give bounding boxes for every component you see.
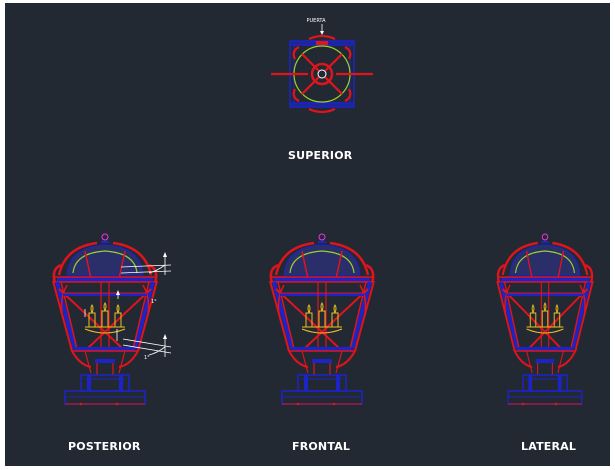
lantern-drawing: PUERTA	[51, 18, 595, 408]
view-label-superior: SUPERIOR	[288, 149, 353, 162]
lateral-view-drawing	[495, 232, 595, 408]
dimension-annotations	[84, 253, 172, 357]
angle-label-bottom: 1°	[144, 355, 150, 361]
view-label-posterior: POSTERIOR	[68, 440, 141, 453]
angle-label-top: 1°	[151, 299, 157, 305]
view-label-lateral: LATERAL	[521, 440, 577, 453]
top-view-drawing: PUERTA	[271, 18, 373, 114]
frontal-view-drawing	[268, 232, 376, 408]
view-label-frontal: FRONTAL	[292, 440, 351, 453]
cad-drawing-canvas: PUERTA	[5, 3, 610, 466]
door-label: PUERTA	[306, 18, 326, 24]
posterior-view-drawing	[51, 232, 159, 408]
